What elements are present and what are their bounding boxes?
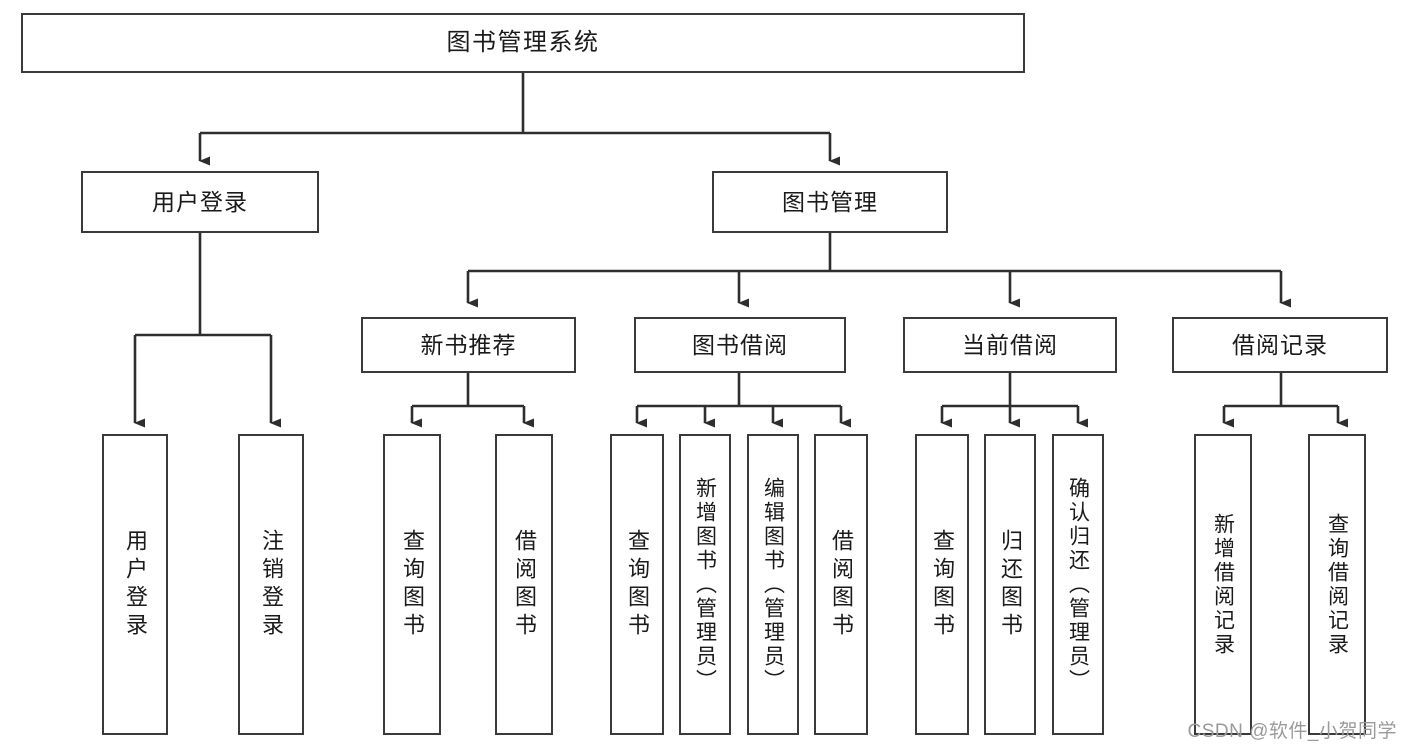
node-label: 编辑图书（管理员） <box>761 476 785 693</box>
node-label: 借阅图书 <box>829 528 854 641</box>
leaf-record-query-borrow-record[interactable]: 查询借阅记录 <box>1308 434 1366 735</box>
node-book-management[interactable]: 图书管理 <box>712 171 948 233</box>
node-label: 查询借阅记录 <box>1325 512 1349 657</box>
node-label: 确认归还（管理员） <box>1066 476 1090 693</box>
node-label: 归还图书 <box>998 528 1023 641</box>
node-borrow-record[interactable]: 借阅记录 <box>1172 317 1388 373</box>
node-book-borrow[interactable]: 图书借阅 <box>634 317 846 373</box>
node-new-book-recommend[interactable]: 新书推荐 <box>361 317 576 373</box>
node-label: 借阅图书 <box>512 528 537 641</box>
node-label: 查询图书 <box>400 528 425 641</box>
leaf-recommend-borrow-book[interactable]: 借阅图书 <box>495 434 553 735</box>
node-label: 查询图书 <box>625 528 650 641</box>
node-current-borrow[interactable]: 当前借阅 <box>903 317 1117 373</box>
leaf-borrow-add-book-admin[interactable]: 新增图书（管理员） <box>679 434 731 735</box>
node-user-login[interactable]: 用户登录 <box>81 171 319 233</box>
node-label: 图书借阅 <box>692 331 788 358</box>
node-label: 新增借阅记录 <box>1211 512 1235 657</box>
leaf-user-login[interactable]: 用户登录 <box>102 434 168 735</box>
leaf-current-confirm-return-admin[interactable]: 确认归还（管理员） <box>1052 434 1104 735</box>
node-label: 新书推荐 <box>420 331 517 358</box>
leaf-borrow-borrow-book[interactable]: 借阅图书 <box>814 434 868 735</box>
node-root-system[interactable]: 图书管理系统 <box>21 13 1025 73</box>
node-label: 当前借阅 <box>962 331 1058 358</box>
leaf-recommend-query-book[interactable]: 查询图书 <box>383 434 441 735</box>
leaf-borrow-edit-book-admin[interactable]: 编辑图书（管理员） <box>747 434 799 735</box>
node-label: 借阅记录 <box>1232 331 1328 358</box>
node-label: 新增图书（管理员） <box>693 476 717 693</box>
leaf-user-logout[interactable]: 注销登录 <box>238 434 304 735</box>
node-label: 用户登录 <box>123 528 148 641</box>
leaf-current-return-book[interactable]: 归还图书 <box>984 434 1036 735</box>
node-label: 图书管理 <box>782 188 878 215</box>
leaf-borrow-query-book[interactable]: 查询图书 <box>610 434 664 735</box>
leaf-current-query-book[interactable]: 查询图书 <box>915 434 969 735</box>
leaf-record-add-borrow-record[interactable]: 新增借阅记录 <box>1194 434 1252 735</box>
watermark: CSDN @软件_小贺同学 <box>1187 721 1397 742</box>
node-label: 用户登录 <box>152 188 248 215</box>
node-label: 图书管理系统 <box>446 29 600 57</box>
node-label: 查询图书 <box>930 528 955 641</box>
node-label: 注销登录 <box>259 528 284 641</box>
